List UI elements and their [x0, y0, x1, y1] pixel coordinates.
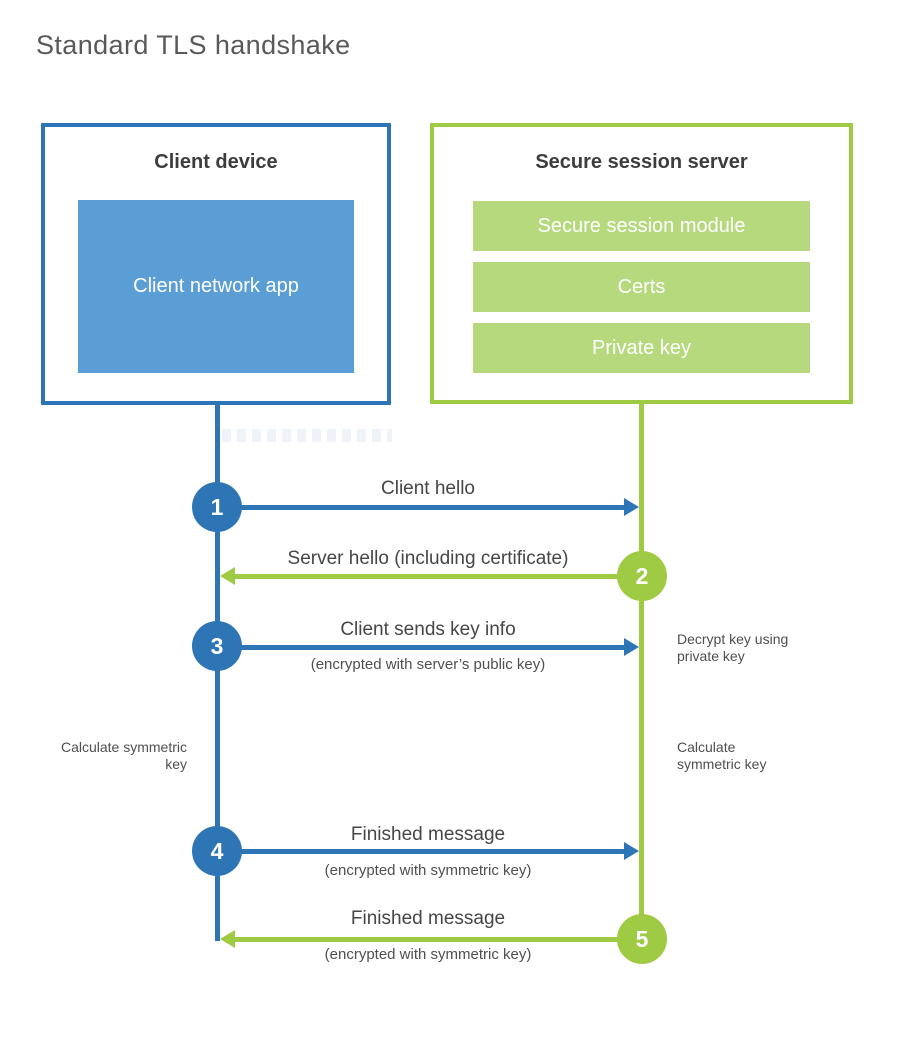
server-certs-label: Certs [617, 275, 666, 298]
arrow-head-right-icon [624, 638, 639, 656]
arrow-shaft [235, 936, 619, 942]
decrypt-key-note: Decrypt key using private key [677, 631, 789, 665]
finished-message-client-sublabel: (encrypted with symmetric key) [324, 862, 532, 879]
arrow-head-left-icon [220, 567, 235, 585]
faint-dashed-line [222, 429, 392, 442]
arrow-shaft [240, 644, 624, 650]
server-title: Secure session server [535, 151, 748, 173]
arrow-shaft [235, 573, 619, 579]
client-network-app-box: Client network app [78, 200, 354, 373]
arrow-head-right-icon [624, 842, 639, 860]
arrow-shaft [240, 504, 624, 510]
step-2-number: 2 [635, 562, 649, 589]
finished-message-server-sublabel: (encrypted with symmetric key) [324, 946, 532, 963]
server-module-label: Secure session module [537, 214, 746, 237]
server-hello-arrow [220, 567, 619, 585]
server-lifeline [639, 404, 644, 939]
step-5-number: 5 [635, 925, 649, 952]
arrow-shaft [240, 848, 624, 854]
arrow-head-left-icon [220, 930, 235, 948]
finished-message-client-label: Finished message [350, 824, 506, 845]
client-device-box: Client device Client network app [41, 123, 391, 405]
step-1-circle: 1 [192, 482, 242, 532]
finished-message-server-arrow [220, 930, 619, 948]
server-hello-label: Server hello (including certificate) [287, 548, 569, 569]
finished-message-server-label: Finished message [350, 908, 506, 929]
server-certs-bar: Certs [473, 262, 810, 312]
server-private-key-label: Private key [592, 336, 691, 359]
server-module-bar: Secure session module [473, 201, 810, 251]
arrow-head-right-icon [624, 498, 639, 516]
calculate-symmetric-key-note-server: Calculate symmetric key [677, 739, 767, 773]
step-3-number: 3 [210, 632, 224, 659]
client-network-app-label: Client network app [133, 275, 299, 297]
client-key-info-label: Client sends key info [340, 619, 516, 640]
step-3-circle: 3 [192, 621, 242, 671]
finished-message-client-arrow [240, 842, 639, 860]
client-hello-label: Client hello [381, 478, 475, 499]
calculate-symmetric-key-note-client: Calculate symmetric key [60, 739, 187, 773]
secure-session-server-box: Secure session server Secure session mod… [430, 123, 853, 404]
step-4-number: 4 [210, 837, 224, 864]
client-lifeline [215, 405, 220, 941]
client-device-title: Client device [154, 151, 278, 173]
step-4-circle: 4 [192, 826, 242, 876]
client-hello-arrow [240, 498, 639, 516]
page-title: Standard TLS handshake [36, 30, 351, 60]
client-key-info-sublabel: (encrypted with server’s public key) [310, 656, 546, 673]
step-5-circle: 5 [617, 914, 667, 964]
client-key-info-arrow [240, 638, 639, 656]
server-private-key-bar: Private key [473, 323, 810, 373]
step-1-number: 1 [210, 493, 224, 520]
step-2-circle: 2 [617, 551, 667, 601]
